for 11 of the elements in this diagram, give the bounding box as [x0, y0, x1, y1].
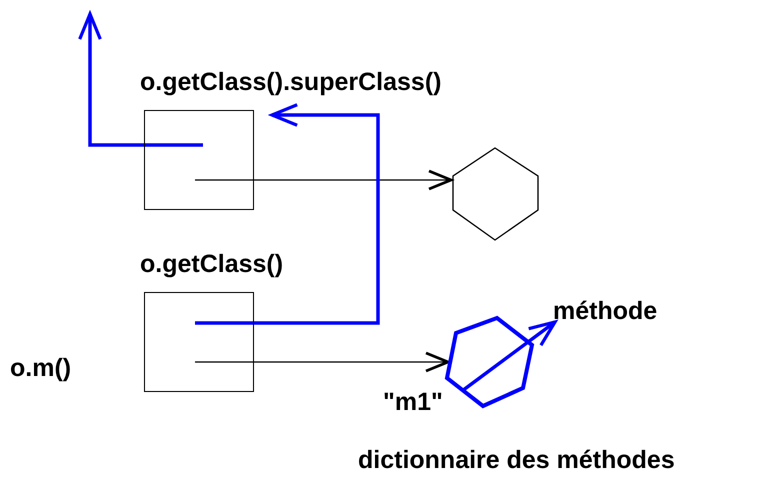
pointer-arrow [195, 103, 380, 325]
pointer-arrow [460, 320, 557, 392]
pointer-arrow [78, 12, 203, 147]
method-label: méthode [553, 298, 658, 326]
class-label: o.getClass() [140, 251, 284, 278]
caption: dictionnaire des méthodes [358, 447, 675, 474]
message-label: o.m() [10, 355, 72, 382]
arrow [195, 352, 450, 372]
arrow [195, 170, 452, 190]
class-label: o.getClass().superClass() [140, 69, 442, 96]
selector-label: "m1" [383, 389, 443, 416]
